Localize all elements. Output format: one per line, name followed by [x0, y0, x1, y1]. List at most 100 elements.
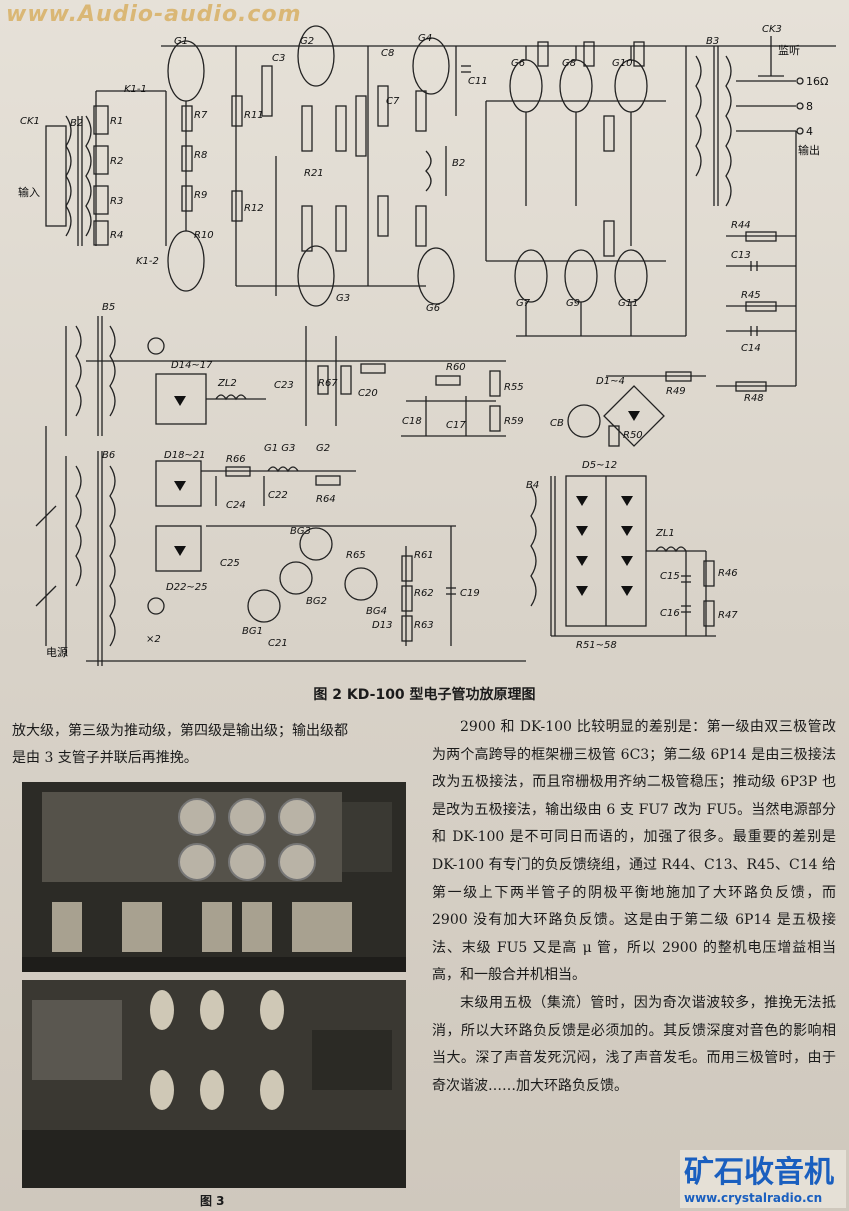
label-r61: R61 — [414, 550, 434, 561]
label-g6-left: G6 — [426, 303, 440, 314]
right-column: 2900 和 DK-100 比较明显的差别是：第一级由双三极管改为两个高跨导的框… — [432, 714, 836, 1100]
label-c21: C21 — [268, 638, 288, 649]
label-16ohm: 16Ω — [806, 75, 828, 88]
watermark-audio: www.Audio-audio.com — [6, 2, 302, 27]
right-paragraph-2: 末级用五极（集流）管时，因为奇次谐波较多，推挽无法抵消，所以大环路负反馈是必须加… — [432, 994, 836, 1094]
label-d22-25: D22~25 — [166, 582, 208, 593]
label-power: 电源 — [46, 645, 68, 659]
label-r45: R45 — [741, 290, 761, 301]
label-c22: C22 — [268, 490, 288, 501]
label-c19: C19 — [460, 588, 480, 599]
crystalradio-logo: 矿石收音机 www.crystalradio.cn — [680, 1150, 846, 1208]
label-r50: R50 — [623, 430, 643, 441]
label-c11: C11 — [468, 76, 488, 87]
label-r12: R12 — [244, 203, 264, 214]
label-b4: B4 — [526, 480, 539, 491]
label-d5-12: D5~12 — [582, 460, 617, 471]
left-paragraph-2: 是由 3 支管子并联后再推挽。 — [12, 750, 198, 766]
label-g11: G11 — [618, 298, 638, 309]
label-ck3: CK3 — [762, 24, 782, 35]
label-d13: D13 — [372, 620, 392, 631]
figure-caption: 图 2 KD-100 型电子管功放原理图 — [313, 687, 536, 703]
label-bg4: BG4 — [366, 606, 387, 617]
label-b2: B2 — [70, 118, 83, 129]
label-input: 输入 — [18, 185, 40, 199]
label-r7: R7 — [194, 110, 208, 121]
right-paragraph-1: 2900 和 DK-100 比较明显的差别是：第一级由双三极管改为两个高跨导的框… — [432, 719, 836, 984]
label-c17: C17 — [446, 420, 466, 431]
schematic-diagram: CK1 输入 B2 R1 R2 R3 R4 K1-1 K1-2 G1 R7 R8… — [18, 24, 836, 666]
label-c23: C23 — [274, 380, 294, 391]
label-r3: R3 — [110, 196, 123, 207]
figure3-label: 图 3 — [200, 1194, 225, 1208]
label-d18-21: D18~21 — [164, 450, 206, 461]
label-r11: R11 — [244, 110, 264, 121]
label-g9: G9 — [566, 298, 580, 309]
photo-chassis-top — [22, 782, 406, 972]
label-b5: B5 — [102, 302, 115, 313]
label-c20: C20 — [358, 388, 378, 399]
left-column: 放大级，第三级为推动级，第四级是输出级；输出级都 是由 3 支管子并联后再推挽。 — [12, 718, 410, 772]
label-r51-58: R51~58 — [576, 640, 617, 651]
label-k1-1: K1-1 — [124, 84, 147, 95]
label-8ohm: 8 — [806, 100, 813, 113]
label-c25: C25 — [220, 558, 240, 569]
label-g2-heater: G2 — [316, 443, 330, 454]
label-r63: R63 — [414, 620, 434, 631]
label-d1-4: D1~4 — [596, 376, 625, 387]
label-ck1: CK1 — [20, 116, 40, 127]
label-r44: R44 — [731, 220, 751, 231]
label-bg1: BG1 — [242, 626, 263, 637]
label-r2: R2 — [110, 156, 123, 167]
label-c13: C13 — [731, 250, 751, 261]
label-x2: ×2 — [146, 634, 161, 645]
label-c16: C16 — [660, 608, 680, 619]
label-r21: R21 — [304, 168, 324, 179]
label-r60: R60 — [446, 362, 466, 373]
label-monitor: 监听 — [778, 44, 800, 57]
label-g6: G6 — [511, 58, 525, 69]
label-c7: C7 — [386, 96, 400, 107]
label-g10: G10 — [612, 58, 632, 69]
label-g2: G2 — [300, 36, 314, 47]
photo-chassis-bottom — [22, 980, 406, 1188]
label-r1: R1 — [110, 116, 123, 127]
label-k1-2: K1-2 — [136, 256, 159, 267]
label-c18: C18 — [402, 416, 422, 427]
logo-url: www.crystalradio.cn — [684, 1191, 822, 1205]
label-g1: G1 — [174, 36, 188, 47]
label-r66: R66 — [226, 454, 246, 465]
label-c14: C14 — [741, 343, 761, 354]
label-zl1: ZL1 — [655, 528, 675, 539]
label-r9: R9 — [194, 190, 207, 201]
label-d14-17: D14~17 — [171, 360, 213, 371]
label-b6: B6 — [102, 450, 115, 461]
label-bg3: BG3 — [290, 526, 311, 537]
label-r49: R49 — [666, 386, 686, 397]
label-g1g3: G1 G3 — [264, 443, 295, 454]
label-g7: G7 — [516, 298, 531, 309]
label-cb: CB — [550, 418, 564, 429]
label-g3: G3 — [336, 293, 350, 304]
label-r46: R46 — [718, 568, 738, 579]
label-r62: R62 — [414, 588, 434, 599]
label-g8: G8 — [562, 58, 576, 69]
label-r67: R67 — [318, 378, 338, 389]
label-b2-inter: B2 — [452, 158, 465, 169]
label-r47: R47 — [718, 610, 738, 621]
label-c3: C3 — [272, 53, 285, 64]
label-r65: R65 — [346, 550, 366, 561]
label-r4: R4 — [110, 230, 123, 241]
label-r55: R55 — [504, 382, 524, 393]
label-r8: R8 — [194, 150, 207, 161]
label-r59: R59 — [504, 416, 524, 427]
label-c15: C15 — [660, 571, 680, 582]
label-r10: R10 — [194, 230, 214, 241]
left-paragraph: 放大级，第三级为推动级，第四级是输出级；输出级都 — [12, 723, 348, 739]
label-zl2: ZL2 — [217, 378, 237, 389]
label-c8: C8 — [381, 48, 394, 59]
label-output: 输出 — [798, 143, 820, 157]
label-bg2: BG2 — [306, 596, 327, 607]
label-b3: B3 — [706, 36, 719, 47]
